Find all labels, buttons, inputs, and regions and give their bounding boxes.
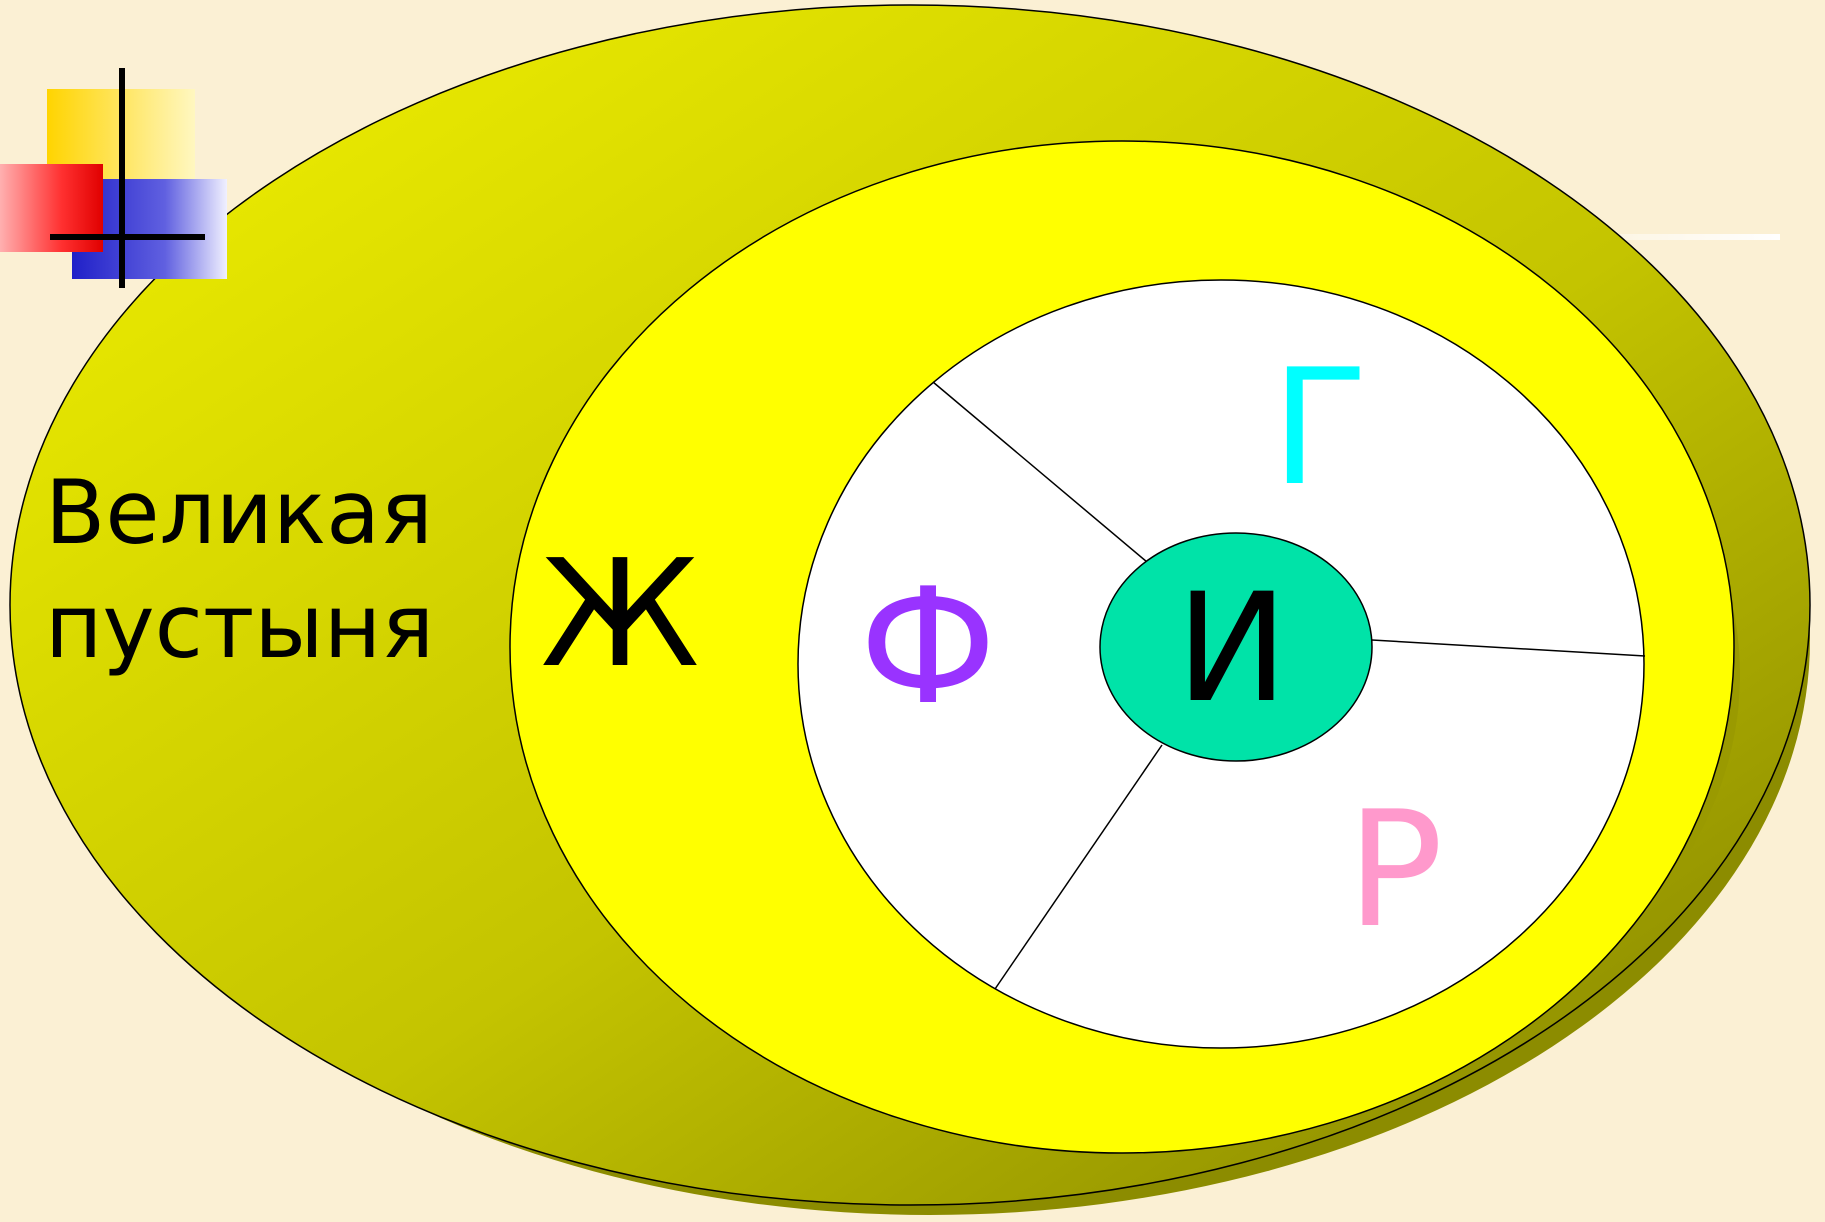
bottom-sector-label: Р: [1347, 776, 1443, 963]
divider-lower-left: [994, 744, 1163, 990]
center-ellipse: [1099, 532, 1373, 762]
middle-label: Ж: [540, 528, 699, 700]
outer-label-line2: пустыня: [45, 575, 434, 678]
divider-right: [1371, 639, 1646, 657]
divider-upper-left: [932, 381, 1148, 563]
left-sector-label: Ф: [859, 553, 997, 740]
center-label: И: [1176, 562, 1288, 736]
top-sector-label: Г: [1271, 334, 1369, 521]
decor-horizontal-line: [1520, 234, 1780, 240]
outer-label-line1: Великая: [45, 461, 433, 564]
squares-crosshair-logo: [0, 68, 227, 288]
